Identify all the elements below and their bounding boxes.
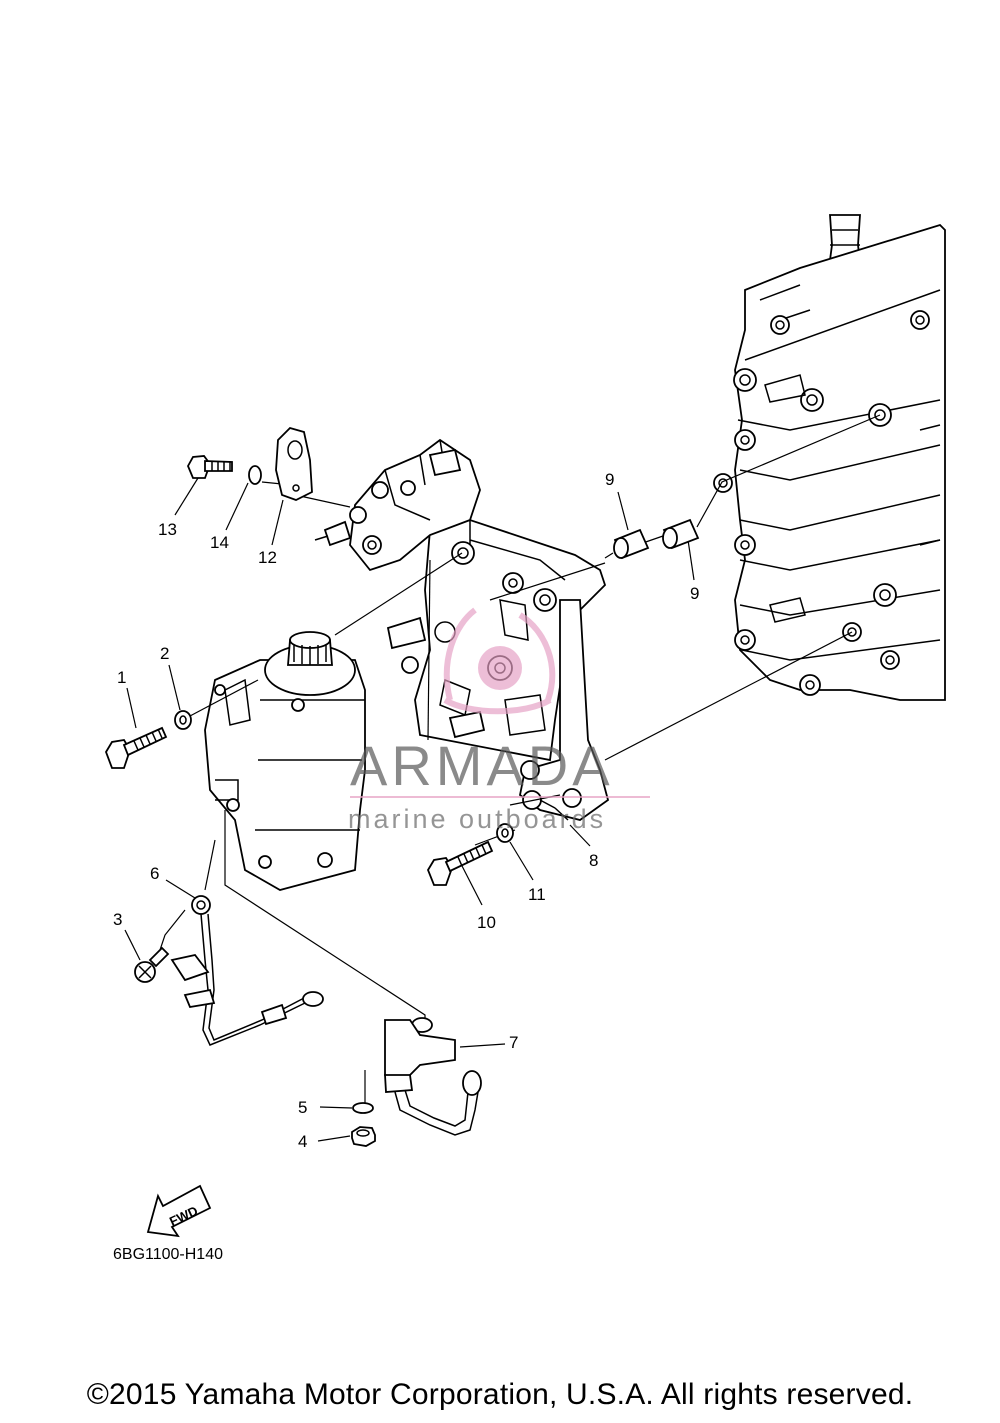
engine-block	[713, 214, 946, 701]
collar-9a	[613, 528, 650, 560]
callout-10: 10	[477, 913, 496, 932]
callout-11: 11	[528, 885, 546, 904]
callout-13: 13	[158, 520, 177, 539]
nut-4	[351, 1126, 376, 1147]
bolt-10	[426, 840, 494, 886]
copyright-notice: ©2015 Yamaha Motor Corporation, U.S.A. A…	[86, 1378, 914, 1411]
bolt-13	[187, 455, 233, 479]
diagram-code: 6BG1100-H140	[113, 1246, 223, 1263]
washer-2	[174, 710, 192, 730]
lead-wire-6	[170, 895, 324, 1046]
watermark: ARMADA marine outboards	[348, 607, 650, 834]
callout-8: 8	[589, 851, 598, 870]
callout-7: 7	[509, 1033, 518, 1052]
callout-6: 6	[150, 864, 159, 883]
plate-12	[275, 426, 313, 501]
watermark-logo	[443, 607, 556, 715]
fwd-arrow: FWD	[146, 1184, 212, 1238]
bracket-assembly	[314, 438, 610, 821]
watermark-brand: ARMADA	[350, 734, 614, 797]
callout-2: 2	[160, 644, 169, 663]
screw-3	[134, 946, 170, 983]
bolt-1	[105, 726, 168, 769]
callout-3: 3	[113, 910, 122, 929]
callout-14: 14	[210, 533, 229, 552]
washer-11	[496, 823, 514, 843]
callout-5: 5	[298, 1098, 307, 1117]
washer-5	[352, 1102, 374, 1114]
small-parts	[105, 426, 700, 1147]
callout-9a: 9	[605, 470, 614, 489]
callout-9b: 9	[690, 584, 699, 603]
callout-4: 4	[298, 1132, 307, 1151]
starter-motor	[204, 631, 366, 891]
battery-cable-7	[384, 1017, 482, 1136]
watermark-tagline: marine outboards	[348, 804, 606, 834]
callout-labels: 1 2 3 4 5 6 7 8 9 9 10 11 12 13 14	[113, 470, 699, 1151]
collar-9b	[662, 518, 700, 550]
washer-14	[248, 465, 262, 485]
callout-12: 12	[258, 548, 277, 567]
callout-1: 1	[117, 668, 126, 687]
